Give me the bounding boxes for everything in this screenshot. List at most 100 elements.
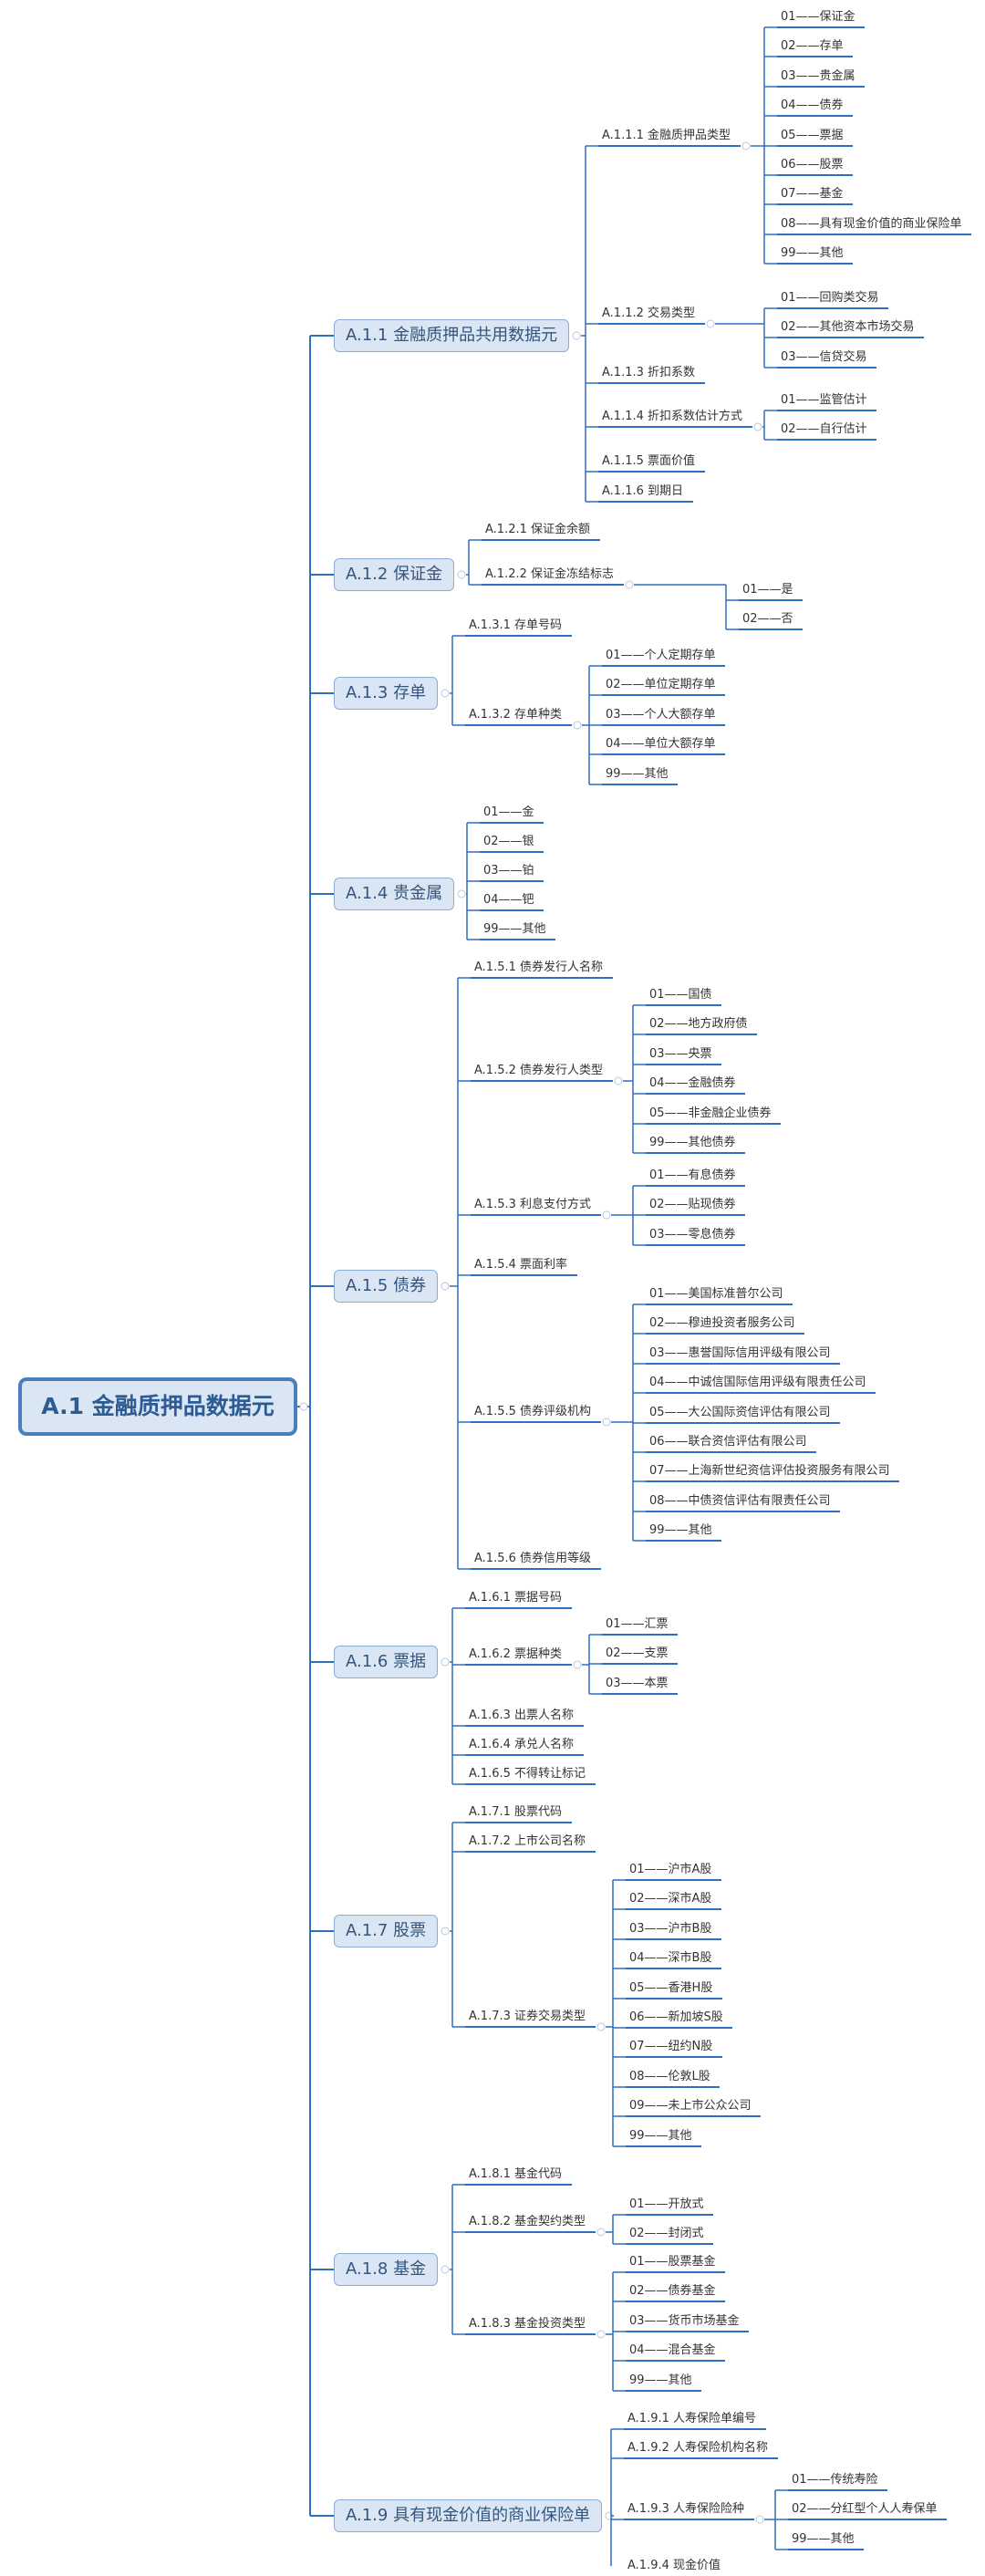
collapse-toggle[interactable] bbox=[755, 2515, 764, 2524]
code-value-node[interactable]: 05——大公国际资信评估有限公司 bbox=[649, 1406, 831, 1419]
field-node[interactable]: A.1.1.5 票面价值 bbox=[602, 454, 696, 468]
collapse-toggle[interactable] bbox=[706, 319, 715, 328]
field-node[interactable]: A.1.1.2 交易类型 bbox=[602, 306, 696, 320]
code-value-node[interactable]: 03——个人大额存单 bbox=[606, 708, 716, 722]
field-node[interactable]: A.1.5.6 债券信用等级 bbox=[474, 1552, 592, 1565]
code-value-node[interactable]: 04——金融债券 bbox=[649, 1076, 736, 1090]
branch-node-5[interactable]: A.1.5 债券 bbox=[334, 1270, 439, 1303]
field-node[interactable]: A.1.3.1 存单号码 bbox=[469, 618, 563, 632]
branch-node-9[interactable]: A.1.9 具有现金价值的商业保险单 bbox=[334, 2499, 603, 2532]
code-value-node[interactable]: 01——保证金 bbox=[781, 10, 855, 24]
field-node[interactable]: A.1.1.1 金融质押品类型 bbox=[602, 129, 731, 142]
code-value-node[interactable]: 03——惠誉国际信用评级有限公司 bbox=[649, 1346, 831, 1360]
field-node[interactable]: A.1.7.3 证券交易类型 bbox=[469, 2010, 586, 2023]
root-node[interactable]: A.1 金融质押品数据元 bbox=[18, 1377, 297, 1436]
code-value-node[interactable]: 99——其他 bbox=[606, 767, 669, 781]
branch-node-3[interactable]: A.1.3 存单 bbox=[334, 677, 439, 710]
list-item[interactable]: 01——金 bbox=[483, 805, 534, 819]
code-value-node[interactable]: 02——债券基金 bbox=[629, 2284, 716, 2298]
code-value-node[interactable]: 05——非金融企业债券 bbox=[649, 1106, 772, 1120]
field-node[interactable]: A.1.9.3 人寿保险险种 bbox=[627, 2502, 745, 2516]
code-value-node[interactable]: 02——支票 bbox=[606, 1646, 669, 1660]
field-node[interactable]: A.1.1.6 到期日 bbox=[602, 484, 684, 498]
field-node[interactable]: A.1.8.1 基金代码 bbox=[469, 2167, 563, 2181]
code-value-node[interactable]: 01——传统寿险 bbox=[792, 2473, 878, 2487]
field-node[interactable]: A.1.5.1 债券发行人名称 bbox=[474, 961, 604, 974]
branch-node-1[interactable]: A.1.1 金融质押品共用数据元 bbox=[334, 319, 570, 352]
code-value-node[interactable]: 01——开放式 bbox=[629, 2197, 704, 2211]
code-value-node[interactable]: 99——其他 bbox=[649, 1523, 712, 1537]
field-node[interactable]: A.1.3.2 存单种类 bbox=[469, 708, 563, 722]
field-node[interactable]: A.1.2.2 保证金冻结标志 bbox=[485, 567, 615, 581]
list-item[interactable]: 99——其他 bbox=[483, 922, 546, 936]
list-item[interactable]: 04——钯 bbox=[483, 893, 534, 907]
branch-node-4[interactable]: A.1.4 贵金属 bbox=[334, 878, 455, 910]
code-value-node[interactable]: 01——有息债券 bbox=[649, 1169, 736, 1182]
list-item[interactable]: 02——银 bbox=[483, 835, 534, 848]
field-node[interactable]: A.1.9.2 人寿保险机构名称 bbox=[627, 2441, 769, 2455]
code-value-node[interactable]: 07——纽约N股 bbox=[629, 2040, 713, 2053]
code-value-node[interactable]: 01——汇票 bbox=[606, 1617, 669, 1631]
code-value-node[interactable]: 04——单位大额存单 bbox=[606, 737, 716, 751]
code-value-node[interactable]: 06——联合资信评估有限公司 bbox=[649, 1435, 807, 1449]
branch-node-8[interactable]: A.1.8 基金 bbox=[334, 2253, 439, 2286]
field-node[interactable]: A.1.8.3 基金投资类型 bbox=[469, 2317, 586, 2331]
code-value-node[interactable]: 01——个人定期存单 bbox=[606, 649, 716, 662]
field-node[interactable]: A.1.5.2 债券发行人类型 bbox=[474, 1064, 604, 1077]
field-node[interactable]: A.1.7.1 股票代码 bbox=[469, 1805, 563, 1819]
field-node[interactable]: A.1.5.5 债券评级机构 bbox=[474, 1405, 592, 1418]
collapse-toggle[interactable] bbox=[596, 2330, 606, 2339]
field-node[interactable]: A.1.7.2 上市公司名称 bbox=[469, 1834, 586, 1848]
collapse-toggle[interactable] bbox=[441, 1282, 450, 1291]
collapse-toggle[interactable] bbox=[602, 1418, 611, 1427]
code-value-node[interactable]: 04——混合基金 bbox=[629, 2343, 716, 2357]
branch-node-6[interactable]: A.1.6 票据 bbox=[334, 1646, 439, 1678]
code-value-node[interactable]: 01——回购类交易 bbox=[781, 291, 879, 305]
collapse-toggle[interactable] bbox=[753, 422, 762, 431]
field-node[interactable]: A.1.9.1 人寿保险单编号 bbox=[627, 2412, 757, 2425]
code-value-node[interactable]: 99——其他债券 bbox=[649, 1136, 736, 1149]
collapse-toggle[interactable] bbox=[441, 1927, 450, 1936]
branch-node-2[interactable]: A.1.2 保证金 bbox=[334, 558, 455, 591]
code-value-node[interactable]: 01——股票基金 bbox=[629, 2255, 716, 2269]
code-value-node[interactable]: 03——零息债券 bbox=[649, 1228, 736, 1241]
code-value-node[interactable]: 01——监管估计 bbox=[781, 393, 867, 407]
code-value-node[interactable]: 02——否 bbox=[742, 612, 793, 626]
code-value-node[interactable]: 02——贴现债券 bbox=[649, 1198, 736, 1211]
code-value-node[interactable]: 04——深市B股 bbox=[629, 1951, 712, 1965]
collapse-toggle[interactable] bbox=[441, 1657, 450, 1667]
collapse-toggle[interactable] bbox=[457, 570, 466, 579]
collapse-toggle[interactable] bbox=[596, 2022, 606, 2031]
code-value-node[interactable]: 05——票据 bbox=[781, 129, 844, 142]
code-value-node[interactable]: 05——香港H股 bbox=[629, 1981, 713, 1995]
list-item[interactable]: 03——铂 bbox=[483, 864, 534, 878]
collapse-toggle[interactable] bbox=[602, 1210, 611, 1220]
field-node[interactable]: A.1.6.4 承兑人名称 bbox=[469, 1738, 575, 1751]
code-value-node[interactable]: 99——其他 bbox=[629, 2129, 692, 2143]
collapse-toggle[interactable] bbox=[741, 141, 751, 151]
code-value-node[interactable]: 03——本票 bbox=[606, 1677, 669, 1690]
code-value-node[interactable]: 01——国债 bbox=[649, 988, 712, 1002]
code-value-node[interactable]: 09——未上市公众公司 bbox=[629, 2099, 752, 2113]
field-node[interactable]: A.1.6.5 不得转让标记 bbox=[469, 1767, 586, 1781]
collapse-toggle[interactable] bbox=[596, 2228, 606, 2237]
code-value-node[interactable]: 03——货币市场基金 bbox=[629, 2314, 740, 2328]
field-node[interactable]: A.1.6.2 票据种类 bbox=[469, 1647, 563, 1661]
code-value-node[interactable]: 03——沪市B股 bbox=[629, 1922, 712, 1936]
collapse-toggle[interactable] bbox=[625, 580, 634, 589]
code-value-node[interactable]: 01——是 bbox=[742, 583, 793, 597]
collapse-toggle[interactable] bbox=[572, 331, 581, 340]
collapse-toggle[interactable] bbox=[299, 1402, 308, 1411]
field-node[interactable]: A.1.5.4 票面利率 bbox=[474, 1258, 568, 1272]
code-value-node[interactable]: 02——单位定期存单 bbox=[606, 678, 716, 691]
field-node[interactable]: A.1.9.4 现金价值 bbox=[627, 2559, 721, 2572]
code-value-node[interactable]: 07——上海新世纪资信评估投资服务有限公司 bbox=[649, 1464, 890, 1478]
code-value-node[interactable]: 01——美国标准普尔公司 bbox=[649, 1287, 783, 1301]
field-node[interactable]: A.1.1.4 折扣系数估计方式 bbox=[602, 410, 743, 423]
field-node[interactable]: A.1.2.1 保证金余额 bbox=[485, 523, 591, 536]
field-node[interactable]: A.1.8.2 基金契约类型 bbox=[469, 2215, 586, 2228]
code-value-node[interactable]: 03——信贷交易 bbox=[781, 350, 867, 364]
collapse-toggle[interactable] bbox=[573, 1660, 582, 1669]
code-value-node[interactable]: 07——基金 bbox=[781, 187, 844, 201]
branch-node-7[interactable]: A.1.7 股票 bbox=[334, 1915, 439, 1948]
